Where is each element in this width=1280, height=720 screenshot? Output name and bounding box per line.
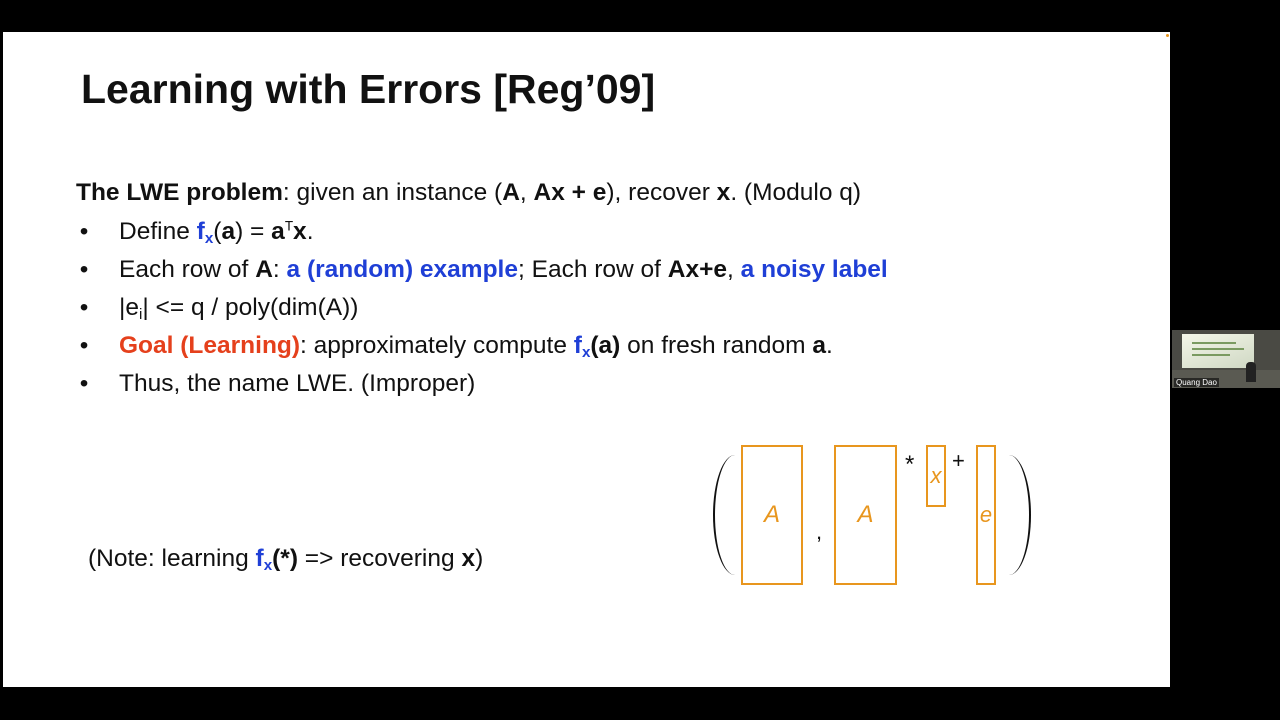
bullet-1-text-2: ( <box>213 218 222 245</box>
slide-corner-marker <box>1166 34 1169 37</box>
f-symbol: f <box>255 545 264 572</box>
problem-text-3: ), recover <box>606 179 717 206</box>
bullet-1-text-4: . <box>306 218 314 245</box>
slide-title: Learning with Errors [Reg’09] <box>81 66 656 112</box>
comma-separator: , <box>816 519 823 544</box>
f-subscript: x <box>581 343 591 361</box>
bullet-2-text-2: : <box>272 256 287 283</box>
lwe-matrix-diagram: A , A * x + e <box>709 437 1039 597</box>
bullet-error-bound: • |ei| <= q / poly(dim(A)) <box>76 293 888 331</box>
f-subscript: x <box>204 229 214 247</box>
f-symbol: f <box>196 218 205 245</box>
video-speaker-figure <box>1246 362 1256 382</box>
bullet-dot: • <box>79 370 89 397</box>
bullet-5-text: Thus, the name LWE. (Improper) <box>119 370 476 397</box>
bullet-4-f: fx <box>573 332 591 361</box>
right-parenthesis <box>1009 455 1031 575</box>
note-x: x <box>461 545 476 572</box>
problem-ax-plus-e: Ax + e <box>533 179 607 206</box>
vector-x-box: x <box>926 445 946 507</box>
bullet-2-text-3: ; Each row of <box>517 256 668 283</box>
note-star: (*) <box>272 545 298 572</box>
bullet-list: •Define fx(a) = aTx. •Each row of A: a (… <box>76 217 888 407</box>
note-f: fx <box>255 545 273 574</box>
note-text-3: ) <box>475 545 484 572</box>
slide-canvas: Learning with Errors [Reg’09] The LWE pr… <box>3 32 1170 687</box>
bullet-goal: •Goal (Learning): approximately compute … <box>76 331 888 369</box>
note-text-1: (Note: learning <box>88 545 256 572</box>
bullet-4-text-1: : approximately compute <box>300 332 574 359</box>
participant-name-label: Quang Dao <box>1174 378 1219 387</box>
note-text-2: => recovering <box>298 545 462 572</box>
vector-e-box: e <box>976 445 996 585</box>
problem-secret-x: x <box>716 179 731 206</box>
problem-matrix-a: A <box>502 179 520 206</box>
bullet-4-text-2: on fresh random <box>620 332 813 359</box>
bullet-3-text-2: | <= q / poly(dim(A)) <box>142 294 359 321</box>
problem-statement: The LWE problem: given an instance (A, A… <box>76 179 861 207</box>
matrix-a-box-second: A <box>834 445 897 585</box>
bullet-rows: • Each row of A: a (random) example; Each… <box>76 255 888 293</box>
f-symbol: f <box>573 332 582 359</box>
bullet-3-text-1: |e <box>119 294 139 321</box>
problem-label: The LWE problem <box>76 179 283 206</box>
problem-text-4: . (Modulo q) <box>730 179 862 206</box>
bullet-2-example: a (random) example <box>286 256 518 283</box>
matrix-a-box: A <box>741 445 803 585</box>
bullet-2-noisy-label: a noisy label <box>740 256 888 283</box>
bullet-2-ax-plus-e: Ax+e <box>667 256 728 283</box>
bullet-1-x: x <box>293 218 307 245</box>
bullet-name-lwe: • Thus, the name LWE. (Improper) <box>76 369 888 407</box>
bullet-1-a: a <box>221 218 236 245</box>
bullet-2-text-1: Each row of <box>119 256 256 283</box>
left-parenthesis <box>713 455 735 575</box>
bullet-4-text-3: . <box>826 332 833 359</box>
error-subscript: i <box>139 305 143 323</box>
bullet-2-a: A <box>255 256 273 283</box>
bullet-dot: • <box>79 294 89 321</box>
participant-video-tile[interactable]: Quang Dao <box>1172 330 1280 388</box>
bullet-4-fa: (a) <box>590 332 621 359</box>
bullet-1-f: fx <box>196 218 214 247</box>
bullet-1-a-transpose: a <box>271 218 285 245</box>
bullet-4-goal: Goal (Learning) <box>119 332 301 359</box>
problem-text-1: : given an instance ( <box>282 179 503 206</box>
video-projected-slide <box>1182 334 1254 368</box>
plus-sign: + <box>952 448 965 473</box>
bullet-define-f: •Define fx(a) = aTx. <box>76 217 888 255</box>
note-text: (Note: learning fx(*) => recovering x) <box>88 545 483 573</box>
transpose-superscript: T <box>284 218 294 234</box>
f-subscript: x <box>263 556 273 574</box>
bullet-dot: • <box>79 218 89 245</box>
bullet-1-text-3: ) = <box>235 218 272 245</box>
bullet-4-a: a <box>812 332 827 359</box>
bullet-dot: • <box>79 256 89 283</box>
bullet-1-text-1: Define <box>119 218 197 245</box>
bullet-dot: • <box>79 332 89 359</box>
problem-text-2: , <box>519 179 534 206</box>
bullet-2-text-4: , <box>727 256 741 283</box>
multiply-sign: * <box>905 451 915 478</box>
